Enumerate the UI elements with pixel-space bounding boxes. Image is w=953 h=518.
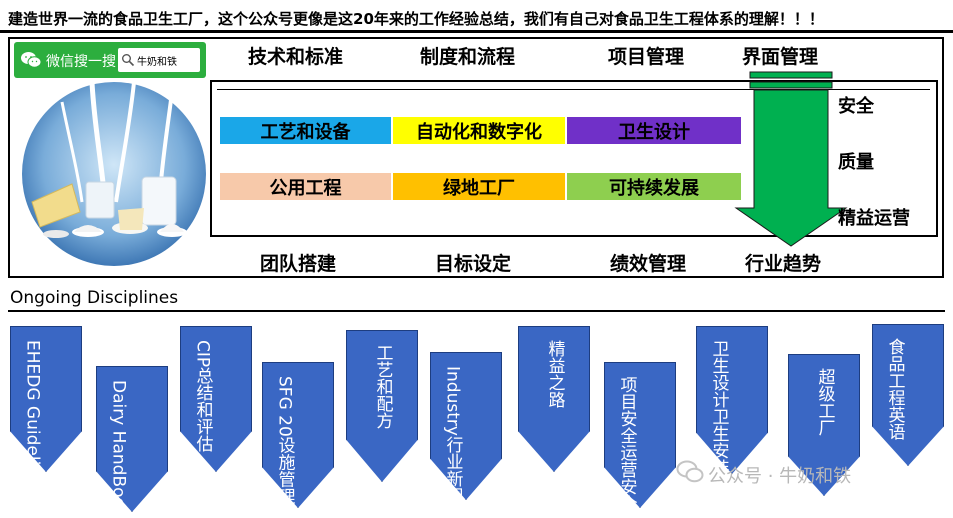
label-hygienic-design-installation: 卫生设计卫生安装 <box>708 340 729 476</box>
wechat-icon <box>21 52 42 68</box>
wechat-search-label: 微信搜一搜 <box>46 54 116 70</box>
topic-team-building: 团队搭建 <box>260 253 337 275</box>
ongoing-disciplines-title: Ongoing Disciplines <box>10 288 179 308</box>
bar-process-equipment: 工艺和设备 <box>220 117 391 144</box>
chevron-industry-news <box>430 352 502 500</box>
overview-frame <box>8 37 944 278</box>
watermark-text: 公众号 · 牛奶和铁 <box>708 466 852 487</box>
topic-project-management: 项目管理 <box>608 46 685 68</box>
topic-industry-trends: 行业趋势 <box>745 253 822 275</box>
chevron-cip-evaluation <box>180 326 252 472</box>
chevron-hygienic-design-installation <box>696 326 768 474</box>
pillar-safety: 安全 <box>838 96 874 117</box>
bar-automation-digitalization: 自动化和数字化 <box>393 117 565 144</box>
search-icon <box>122 54 135 67</box>
headline: 建造世界一流的食品卫生工厂，这个公众号更像是这20年来的工作经验总结，我们有自己… <box>8 10 824 28</box>
core-framework-box <box>210 80 938 237</box>
chevron-dairy-handbook <box>96 366 168 512</box>
inner-divider <box>217 89 930 90</box>
top-divider <box>0 30 953 33</box>
ongoing-divider <box>8 310 945 312</box>
bar-utilities: 公用工程 <box>220 173 391 200</box>
search-field <box>118 48 200 72</box>
label-super-factory: 超级工厂 <box>814 368 835 436</box>
search-query: 牛奶和铁 <box>137 57 177 68</box>
dairy-products-image <box>22 82 206 266</box>
label-dairy-handbook: Dairy HandBook <box>108 380 129 518</box>
label-process-recipe: 工艺和配方 <box>372 344 393 429</box>
bar-greenfield-plant: 绿地工厂 <box>393 173 565 200</box>
pillar-lean-operations: 精益运营 <box>838 208 910 229</box>
label-industry-news: Industry行业新闻 <box>442 366 463 504</box>
label-sfg20-facility: SFG 20设施管理 <box>274 376 295 505</box>
topic-performance-management: 绩效管理 <box>610 253 687 275</box>
label-cip-evaluation: CIP总结和评估 <box>192 340 213 453</box>
label-food-engineering-english: 食品工程英语 <box>884 338 905 440</box>
label-lean-path: 精益之路 <box>544 340 565 408</box>
chevron-sfg20-facility <box>262 362 334 508</box>
topic-technology-standards: 技术和标准 <box>248 46 344 68</box>
topic-interface-management: 界面管理 <box>742 46 819 68</box>
pillar-quality: 质量 <box>838 152 874 173</box>
wechat-watermark-icon <box>676 460 704 483</box>
label-project-operations-safety: 项目安全运营安全 <box>616 376 637 512</box>
bar-sustainability: 可持续发展 <box>567 173 741 200</box>
bar-hygienic-design: 卫生设计 <box>567 117 741 144</box>
chevron-food-engineering-english <box>872 324 944 466</box>
chevron-ehedg-guidelines <box>10 326 82 472</box>
topic-goal-setting: 目标设定 <box>435 253 512 275</box>
chevron-project-operations-safety <box>604 362 676 508</box>
label-ehedg-guidelines: EHEDG Guidelines <box>22 340 43 496</box>
down-arrow-icon <box>734 71 848 247</box>
topic-systems-processes: 制度和流程 <box>420 46 516 68</box>
